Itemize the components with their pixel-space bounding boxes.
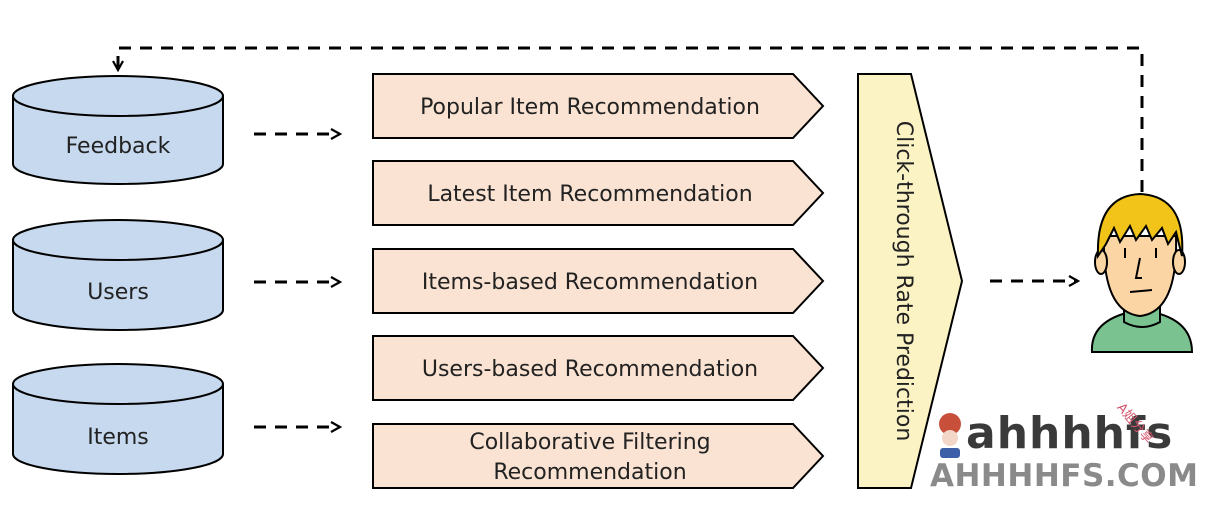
store-users-label: Users [87,280,149,305]
user-hair [1096,192,1184,260]
user-ear-left [1094,249,1108,275]
store-items-label: Items [87,425,149,450]
recommender-latest-item-label: Latest Item Recommendation [427,182,752,207]
watermark-site: AHHHHFS.COM [930,458,1199,494]
feedback-loop-connector [118,46,1144,192]
store-feedback-top [12,75,224,117]
ctr-prediction-label: Click-through Rate Prediction [891,121,916,442]
user-icon [1090,192,1194,353]
recommender-collaborative-filtering-label-line2: Recommendation [493,460,686,485]
recommender-latest-item-shape [372,160,825,226]
store-feedback-cylinder [12,96,224,185]
recommender-latest-item: Latest Item Recommendation [372,160,825,226]
recommender-users-based: Users-based Recommendation [372,335,825,401]
user-nose [1134,257,1142,279]
store-users-cylinder [12,240,224,331]
store-feedback: Feedback [12,75,224,185]
recommender-popular-item-shape [372,73,825,139]
watermark-logo: ahhhhfs [966,408,1174,459]
store-items-top [12,363,224,405]
recommender-collaborative-filtering-label-line1: Collaborative Filtering [469,430,710,455]
recommender-items-based: Items-based Recommendation [372,248,825,314]
recommender-users-based-shape [372,335,825,401]
ctr-prediction-stage: Click-through Rate Prediction [857,73,964,489]
store-feedback-label: Feedback [66,134,171,159]
recommender-users-based-label: Users-based Recommendation [422,357,758,382]
store-items-cylinder [12,384,224,475]
recommender-popular-item: Popular Item Recommendation [372,73,825,139]
user-ear-right [1172,249,1186,275]
user-mouth [1129,289,1153,293]
recommender-collaborative-filtering: Collaborative Filtering Recommendation [372,423,825,489]
store-users: Users [12,219,224,331]
ctr-prediction-shape [857,73,964,489]
user-face [1102,235,1178,318]
store-users-top [12,219,224,261]
recommender-collaborative-filtering-shape [372,423,825,489]
recommender-items-based-label: Items-based Recommendation [422,270,758,295]
recommender-popular-item-label: Popular Item Recommendation [420,95,760,120]
recommender-items-based-shape [372,248,825,314]
store-items: Items [12,363,224,475]
watermark-mascot-icon [939,413,961,458]
